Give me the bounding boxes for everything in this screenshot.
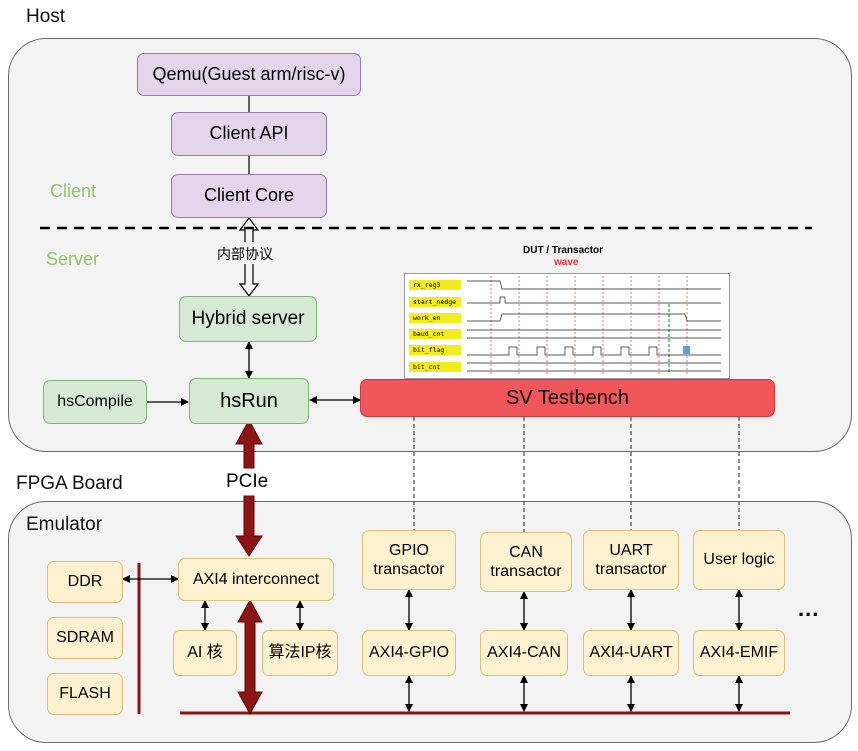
can-transactor-line2: transactor <box>490 563 562 580</box>
uart-transactor-box: UART transactor <box>583 530 679 590</box>
hscompile-box: hsCompile <box>43 380 147 424</box>
protocol-arrow-up <box>238 217 260 242</box>
uart-transactor-line2: transactor <box>595 561 667 578</box>
can-transactor-line1: CAN <box>509 543 543 561</box>
hsrun-box: hsRun <box>189 378 309 424</box>
wave-signal: start_nedge <box>409 297 461 307</box>
flash-box: FLASH <box>47 673 123 715</box>
uart-transactor-line1: UART <box>609 541 653 559</box>
wave-signal: rx_reg3 <box>409 280 461 290</box>
can-transactor-box: CAN transactor <box>480 532 572 592</box>
waveform-panel: rx_reg3 start_nedge work_en baud_cnt bit… <box>404 273 730 379</box>
sv-testbench-box: SV Testbench <box>360 379 775 417</box>
axi4-gpio-box: AXI4-GPIO <box>362 630 456 676</box>
wave-signal: baud_cnt <box>409 329 461 339</box>
sdram-box: SDRAM <box>47 617 123 659</box>
client-api-box: Client API <box>171 112 327 156</box>
axi4-can-box: AXI4-CAN <box>480 630 568 676</box>
pcie-arrow-down <box>235 495 263 557</box>
emulator-title: Emulator <box>26 514 103 535</box>
interconnect-bus-arrow <box>237 598 263 716</box>
more-ellipsis: ... <box>798 596 820 621</box>
user-logic-box: User logic <box>693 530 785 590</box>
protocol-label: 内部协议 <box>214 244 276 264</box>
protocol-arrow-down <box>238 262 260 297</box>
wave-subtitle: wave <box>554 257 579 268</box>
gpio-transactor-box: GPIO transactor <box>362 530 456 590</box>
ai-core-box: AI 核 <box>173 630 237 676</box>
hybrid-server-box: Hybrid server <box>179 296 317 342</box>
client-core-box: Client Core <box>171 174 327 218</box>
pcie-arrow-up <box>235 418 263 469</box>
axi4-emif-box: AXI4-EMIF <box>693 630 785 676</box>
ddr-box: DDR <box>47 561 123 603</box>
fpga-board-title: FPGA Board <box>16 473 123 494</box>
algorithm-ip-core-box: 算法IP核 <box>262 630 338 676</box>
host-title: Host <box>26 6 66 27</box>
wave-signal: bit_cnt <box>409 362 461 372</box>
server-label: Server <box>46 249 100 269</box>
pcie-label: PCIe <box>226 471 269 492</box>
qemu-box: Qemu(Guest arm/risc-v) <box>137 53 361 96</box>
wave-signal: bit_flag <box>409 345 461 355</box>
axi4-interconnect-box: AXI4 interconnect <box>178 558 334 601</box>
wave-title: DUT / Transactor <box>523 245 604 256</box>
gpio-transactor-line2: transactor <box>373 561 445 578</box>
wave-signal: work_en <box>409 313 461 323</box>
client-label: Client <box>50 181 97 201</box>
axi4-uart-box: AXI4-UART <box>583 630 679 676</box>
gpio-transactor-line1: GPIO <box>388 541 429 559</box>
waveform-traces <box>467 276 721 374</box>
